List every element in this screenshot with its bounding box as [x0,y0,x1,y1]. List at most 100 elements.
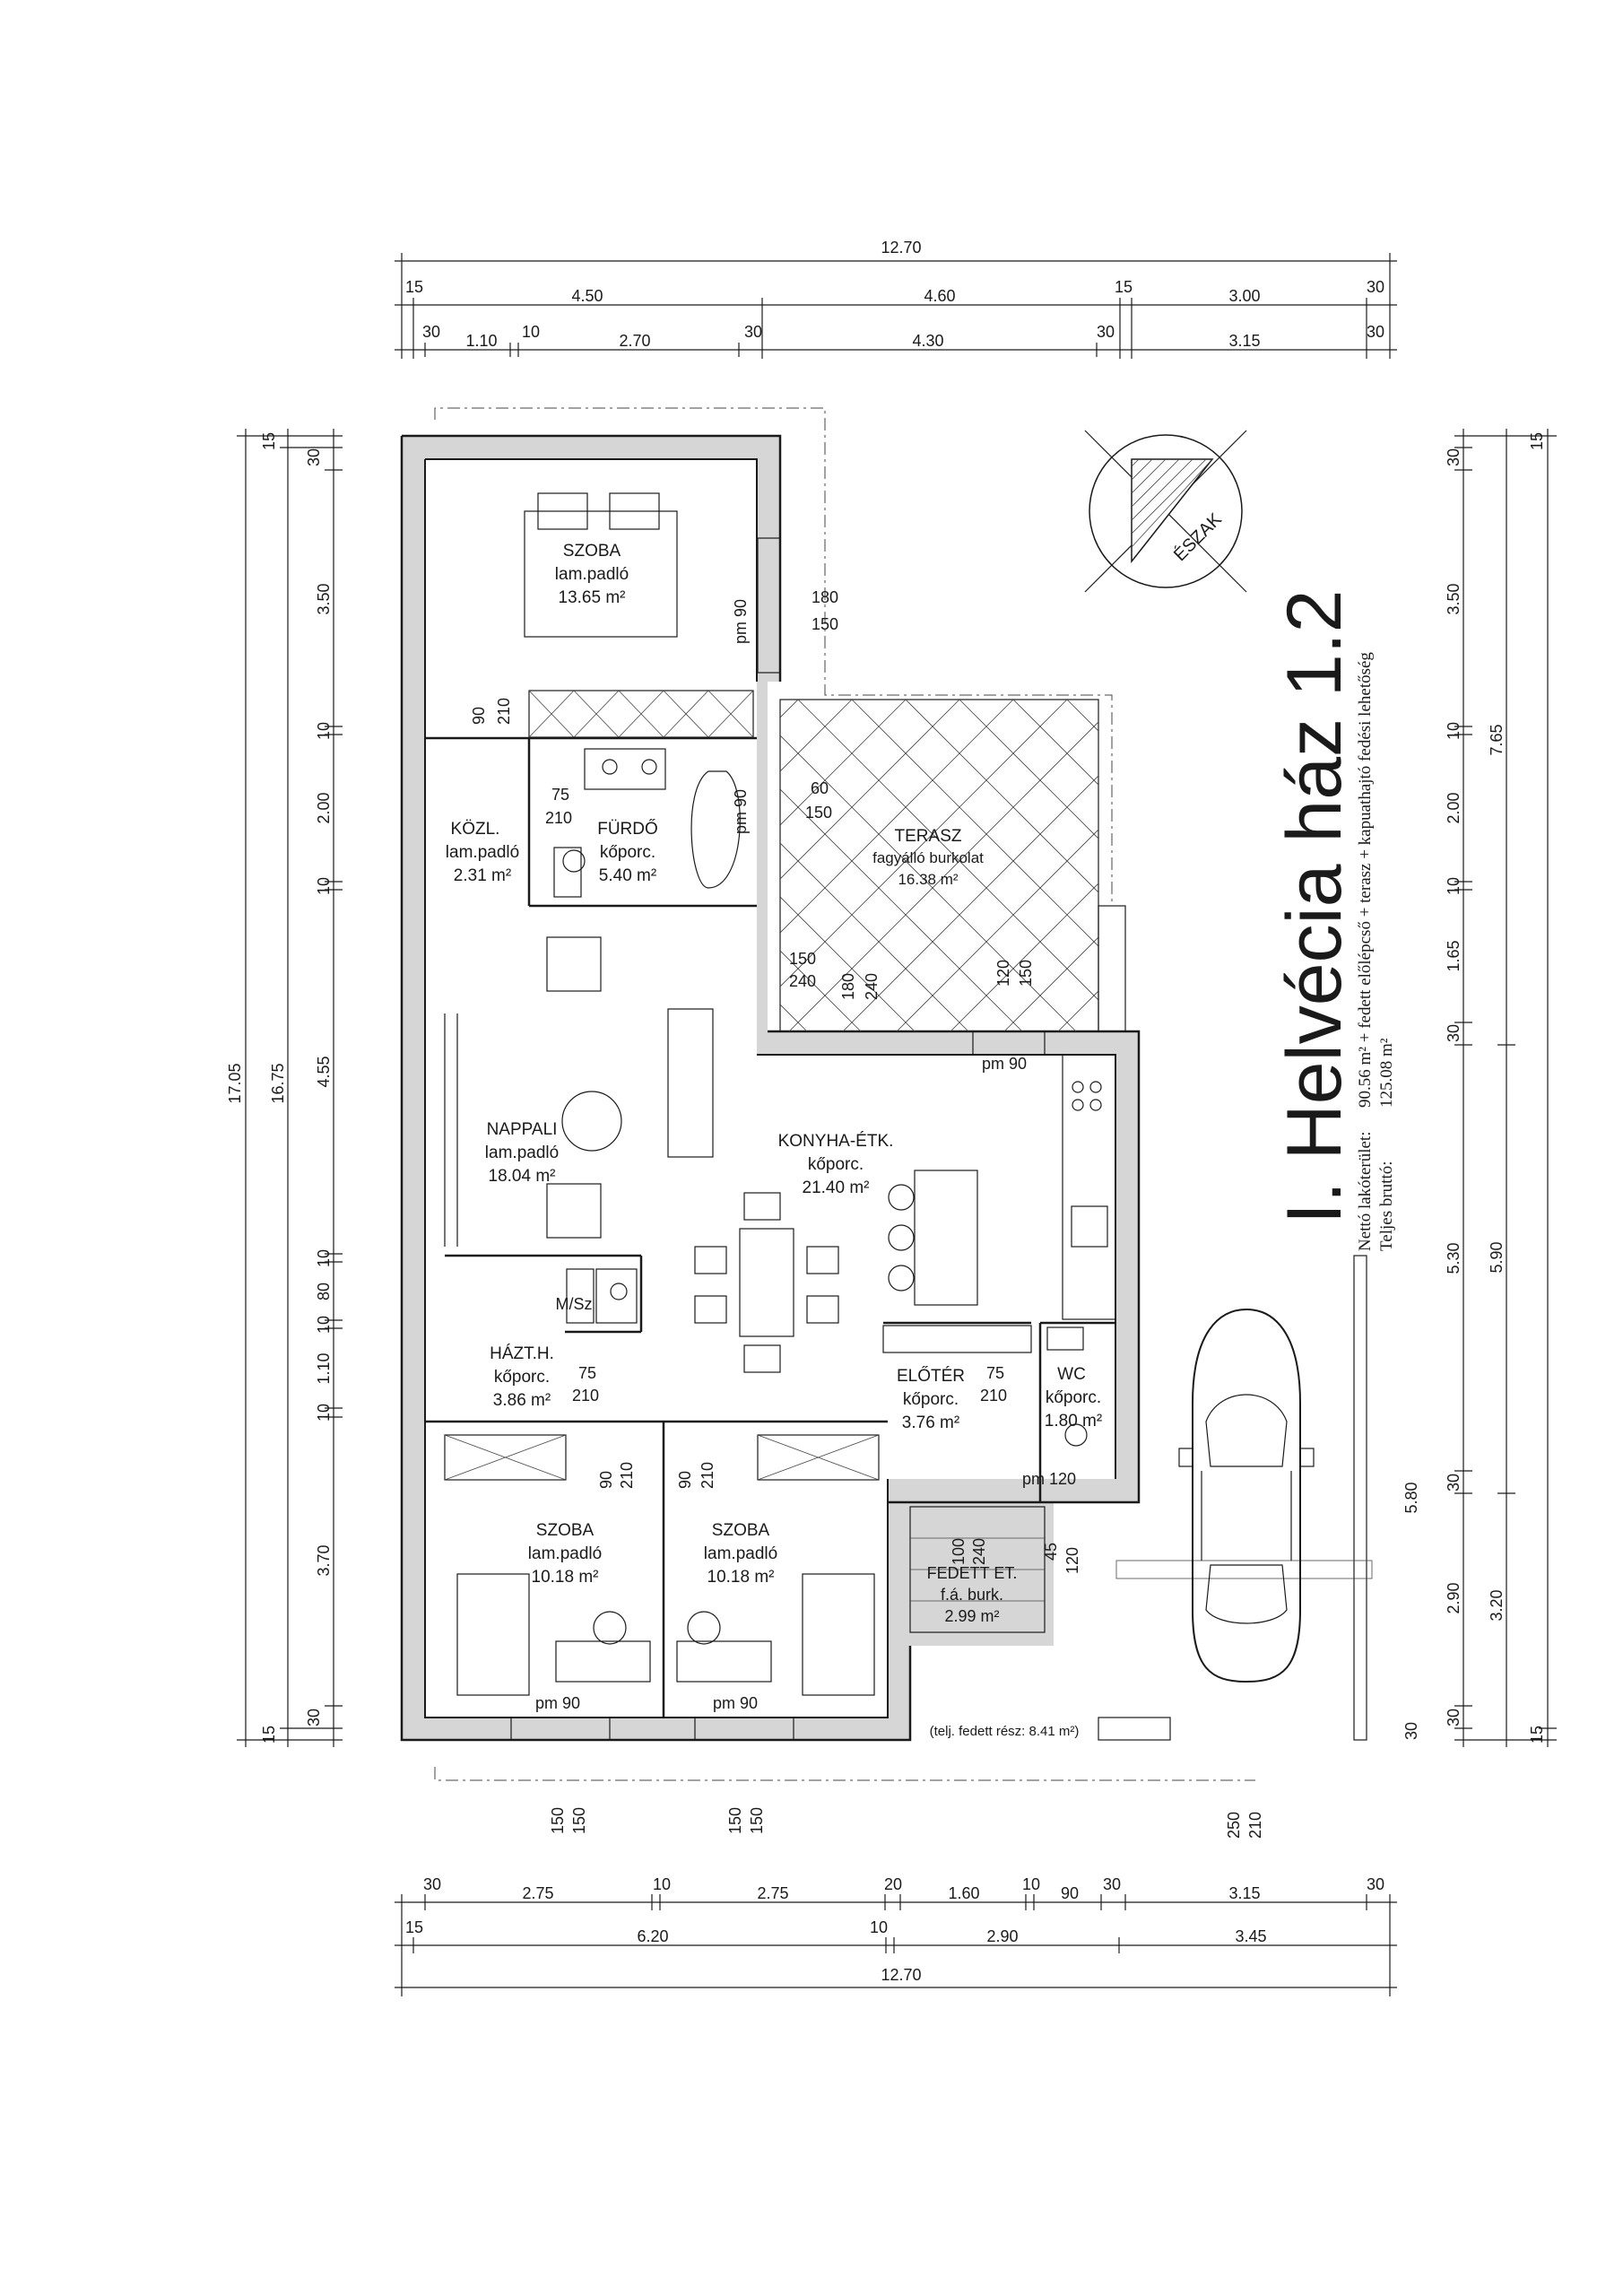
info-line1-label: Nettó lakóterület: [1356,1132,1375,1251]
dim-left-d: 2.00 [315,792,333,823]
terrace-tiling [779,699,1126,1032]
dim-right-r2-b: 5.90 [1488,1241,1506,1273]
dim-top-r1-a: 15 [405,278,423,296]
dim-top-r2-c: 10 [522,323,540,341]
dim-left-edge-top: 15 [260,432,278,450]
dim-left-j: 1.10 [315,1352,333,1384]
top-dimensions: 12.70 15 4.50 4.60 15 3.00 30 30 1.10 10… [395,239,1397,359]
opening-75-furdo: 75 [551,786,569,804]
dim-bot-r2-d: 2.90 [986,1927,1018,1945]
dim-bot-r1-a: 30 [423,1875,441,1893]
room-wc-floor: kőporc. [1046,1388,1101,1407]
room-fedett-floor: f.á. burk. [941,1586,1003,1604]
room-furdo-floor: kőporc. [600,843,655,862]
dim-left-g: 10 [315,1249,333,1267]
north-arrow-icon: ÉSZAK [1084,430,1247,593]
dim-right-r2-a: 7.65 [1488,724,1506,755]
dim-right-r2-e: 30 [1402,1722,1420,1740]
room-nappali-name: NAPPALI [487,1120,558,1139]
opening-60: 60 [811,779,829,797]
opening-pm90-b: pm 90 [732,789,750,834]
right-dimensions: 30 3.50 10 2.00 10 1.65 30 5.30 30 2.90 … [1402,429,1557,1747]
opening-150-d: 150 [1017,960,1035,987]
dim-right-r2-c: 5.80 [1402,1482,1420,1513]
dim-left-i: 10 [315,1316,333,1334]
room-kozl-name: KÖZL. [451,820,500,839]
dim-left-f: 4.55 [315,1056,333,1087]
opening-210-kozl: 210 [495,698,513,725]
room-eloter-name: ELŐTÉR [897,1366,965,1386]
opening-150-h: 150 [748,1807,766,1834]
opening-120-b: 120 [1063,1547,1081,1574]
dim-left-k: 10 [315,1404,333,1422]
opening-pm90-e: pm 90 [713,1694,758,1712]
dim-top-r1-c: 4.60 [924,287,955,305]
opening-pm90-a: pm 90 [732,599,750,644]
dim-left-l: 3.70 [315,1544,333,1576]
room-haztar-floor: kőporc. [494,1368,550,1387]
dim-bot-r1-d: 2.75 [757,1884,788,1902]
dim-top-r2-g: 30 [1097,323,1115,341]
opening-180-b: 180 [839,973,857,1000]
room-nappali-floor: lam.padló [485,1144,559,1162]
room-konyha-floor: kőporc. [808,1155,864,1174]
room-furdo-name: FÜRDŐ [597,819,658,839]
room-szoba-right-area: 10.18 m² [707,1568,775,1587]
opening-210-furdo: 210 [545,809,572,827]
room-terasz-name: TERASZ [895,827,962,846]
room-eloter-area: 3.76 m² [902,1413,959,1432]
dim-right-a: 30 [1445,448,1462,466]
opening-90-kozl: 90 [470,707,488,725]
room-szoba-right-floor: lam.padló [704,1544,777,1563]
opening-210-szoba2: 210 [699,1462,716,1489]
opening-150-f: 150 [570,1807,588,1834]
ms-label: M/Sz [555,1295,592,1313]
furniture [444,492,1373,1741]
dim-right-r2-d: 3.20 [1488,1589,1506,1621]
dim-left-c: 10 [315,722,333,740]
opening-pm90-d: pm 90 [535,1694,580,1712]
opening-150-b: 150 [805,804,832,822]
dim-top-r1-b: 4.50 [571,287,603,305]
room-szoba-left-floor: lam.padló [528,1544,602,1563]
dim-right-k: 30 [1445,1709,1462,1726]
dim-bot-r1-c: 10 [653,1875,671,1893]
dim-top-r2-b: 1.10 [465,332,497,350]
room-wc-area: 1.80 m² [1045,1412,1102,1431]
dim-bot-r2-c: 10 [870,1918,888,1936]
room-szoba-top-name: SZOBA [563,542,621,561]
opening-150-g: 150 [726,1807,744,1834]
dim-top-r2-d: 2.70 [619,332,650,350]
dim-right-h: 5.30 [1445,1242,1462,1274]
dim-top-r2-h: 3.15 [1228,332,1260,350]
dim-bot-r2-a: 15 [405,1918,423,1936]
dim-left-sub: 16.75 [269,1063,287,1103]
opening-75-wc: 75 [986,1364,1004,1382]
dim-right-f: 1.65 [1445,940,1462,971]
room-terasz-floor: fagyálló burkolat [872,849,984,866]
dim-bot-r1-j: 3.15 [1228,1884,1260,1902]
dim-bot-r1-g: 10 [1022,1875,1040,1893]
dim-top-r2-a: 30 [422,323,440,341]
dim-top-r1-d: 15 [1115,278,1133,296]
left-dimensions: 17.05 16.75 15 15 30 3.50 10 2.00 10 4.5… [226,429,343,1747]
opening-75-haztar: 75 [578,1364,596,1382]
room-terasz-area: 16.38 m² [898,871,958,888]
dim-top-r1-f: 30 [1367,278,1384,296]
dim-top-r2-e: 30 [744,323,762,341]
opening-labels: pm 90 180 150 90 210 75 210 pm 90 60 150… [470,588,1264,1839]
opening-90-szoba1: 90 [597,1471,615,1489]
dim-right-edge-top: 15 [1528,432,1546,450]
dim-top-r2-f: 4.30 [912,332,943,350]
info-block: Nettó lakóterület: 90.56 m² + fedett elő… [1356,652,1396,1251]
dim-left-e: 10 [315,877,333,895]
opening-240: 240 [789,972,816,990]
dim-bot-r1-b: 2.75 [522,1884,553,1902]
room-konyha-area: 21.40 m² [803,1178,870,1197]
opening-250: 250 [1225,1812,1243,1839]
info-line2-label: Teljes bruttó: [1377,1161,1396,1251]
dim-right-j: 2.90 [1445,1582,1462,1613]
building-walls [400,407,1255,1781]
dim-bot-r2-e: 3.45 [1235,1927,1266,1945]
room-labels: SZOBA lam.padló 13.65 m² KÖZL. lam.padló… [446,542,1102,1739]
